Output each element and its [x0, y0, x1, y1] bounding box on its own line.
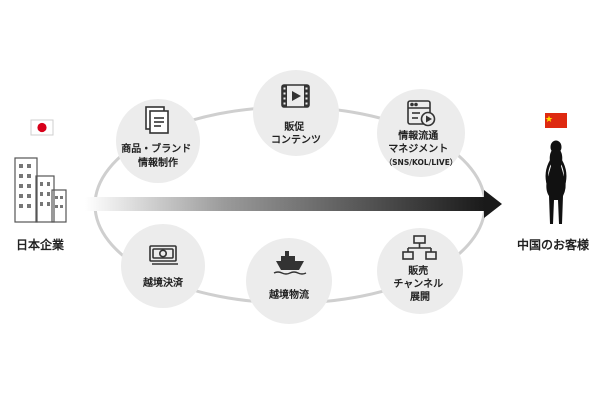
node-info-distribution-line-3: （SNS/KOL/LIVE）	[385, 157, 458, 167]
woman-silhouette-icon	[545, 140, 567, 224]
node-info-distribution: 情報流通 マネジメント （SNS/KOL/LIVE）	[377, 89, 465, 177]
node-cross-border-payment-line-1: 越境決済	[142, 276, 184, 289]
node-info-distribution-line-2: マネジメント	[388, 143, 448, 155]
left-actor-label: 日本企業	[16, 237, 65, 252]
node-product-info-line-1: 商品・ブランド	[121, 142, 191, 155]
svg-text:情報流通 マネジメント （SNS/K: 情報流通 マネジメント （SNS/KOL/LIVE）	[385, 124, 458, 167]
svg-text:販売 チャンネル 展開: 販売 チャンネル 展開	[393, 264, 446, 303]
media-player-icon	[407, 100, 436, 127]
office-buildings-icon	[14, 157, 67, 223]
document-icon	[145, 106, 169, 134]
svg-text:越境物流: 越境物流	[268, 288, 309, 301]
node-sales-content-line-1: 販促	[284, 120, 305, 133]
svg-text:越境決済: 越境決済	[142, 276, 184, 289]
node-sales-channel: 販売 チャンネル 展開	[377, 228, 463, 314]
right-actor-label: 中国のお客様	[517, 237, 590, 252]
node-info-distribution-line-1: 情報流通	[398, 129, 438, 142]
flow-arrow	[85, 190, 502, 218]
node-sales-content: 販促 コンテンツ	[253, 70, 339, 156]
svg-text:販促 コンテンツ: 販促 コンテンツ	[271, 120, 321, 146]
node-sales-channel-line-1: 販売	[408, 264, 428, 277]
ship-icon	[273, 251, 307, 275]
video-icon	[281, 84, 310, 108]
node-cross-border-payment: 越境決済	[121, 224, 205, 308]
node-product-info-line-2: 情報制作	[138, 156, 178, 169]
svg-text:商品・ブランド 情報制作: 商品・ブランド 情報制作	[121, 142, 194, 169]
node-cross-border-logistics: 越境物流	[246, 238, 332, 324]
hierarchy-icon	[402, 235, 437, 260]
china-flag	[545, 113, 567, 128]
banknote-icon	[149, 245, 178, 265]
japan-flag	[30, 119, 54, 136]
node-cross-border-logistics-line-1: 越境物流	[268, 288, 309, 301]
node-sales-channel-line-2: チャンネル	[393, 278, 443, 290]
node-product-info: 商品・ブランド 情報制作	[116, 99, 200, 183]
node-sales-channel-line-3: 展開	[410, 291, 430, 303]
node-sales-content-line-2: コンテンツ	[271, 134, 321, 146]
